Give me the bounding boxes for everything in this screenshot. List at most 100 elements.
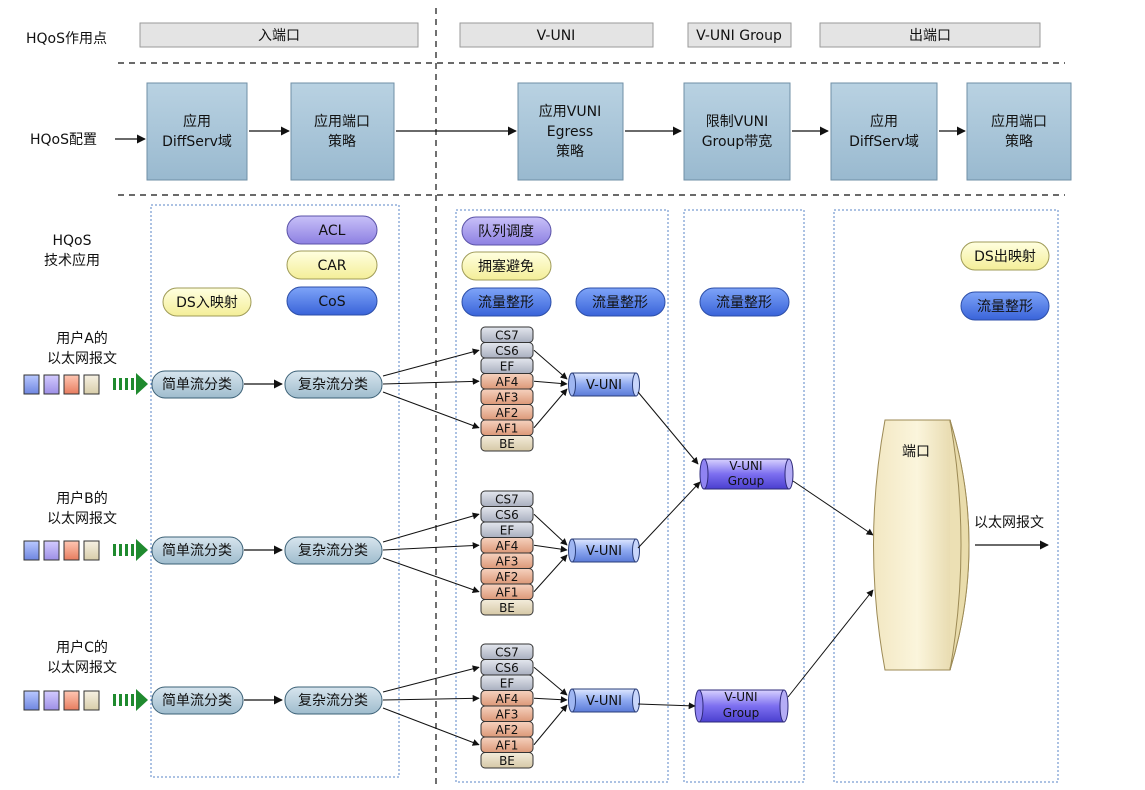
packet-icon	[23, 690, 40, 711]
user-label-line-1: 用户C的	[56, 639, 108, 656]
config-box-4-line-1: 限制VUNI	[706, 114, 768, 130]
pill-car: CAR	[286, 250, 378, 280]
pill-shaping-1-label: 流量整形	[478, 295, 534, 311]
config-box-ingress-diffserv: 应用 DiffServ域	[146, 82, 248, 181]
arrow-queue-to-vuni	[533, 666, 568, 696]
pill-acl-label: ACL	[319, 223, 346, 239]
vuni-label: V-UNI	[586, 544, 622, 559]
arrow-classifier-to-queue	[382, 391, 480, 429]
config-box-6-line-2: 策略	[1005, 133, 1033, 150]
egress-port-cylinder: 端口	[873, 419, 970, 671]
vuni-label: V-UNI	[586, 694, 622, 709]
ingress-arrow-icon	[113, 539, 148, 561]
pill-shaping-egress: 流量整形	[960, 291, 1050, 321]
pill-cos-label: CoS	[318, 294, 345, 310]
queue-label-cs7: CS7	[495, 329, 519, 343]
complex-classifier-node	[284, 536, 383, 565]
pill-acl: ACL	[286, 215, 378, 245]
header-vuni-bar	[459, 22, 654, 48]
user-flow-row: 用户C的以太网报文简单流分类复杂流分类CS7CS6EFAF4AF3AF2AF1B…	[23, 639, 640, 769]
config-box-egress-port-policy: 应用端口 策略	[966, 82, 1072, 181]
config-box-vuni-group-bandwidth: 限制VUNI Group带宽	[683, 82, 791, 181]
arrow-queue-to-vuni	[533, 388, 568, 429]
header-ingress-label: 入端口	[258, 28, 300, 44]
vuni-group-cylinder-1: V-UNI Group	[699, 458, 794, 490]
packet-icon	[63, 690, 80, 711]
queue-label-ef: EF	[500, 524, 515, 538]
vuni-group-container	[683, 209, 805, 783]
vuni-group-2-line-1: V-UNI	[724, 690, 757, 704]
arrow-queue-to-vuni	[533, 704, 568, 746]
config-box-ingress-port-policy: 应用端口 策略	[290, 82, 395, 181]
user-label-line-2: 以太网报文	[47, 351, 117, 367]
config-box-3-line-3: 策略	[556, 143, 584, 160]
config-box-5-line-2: DiffServ域	[849, 134, 919, 150]
queue-label-af1: AF1	[496, 586, 519, 600]
queue-label-af3: AF3	[496, 391, 519, 405]
header-vuni-label: V-UNI	[537, 28, 576, 44]
config-box-vuni-egress: 应用VUNI Egress 策略	[517, 82, 624, 181]
user-label-line-2: 以太网报文	[47, 660, 117, 676]
points-row-label: HQoS作用点	[26, 31, 107, 47]
queue-be	[480, 599, 534, 616]
queue-be	[480, 752, 534, 769]
queue-label-cs6: CS6	[495, 508, 519, 522]
user-flows: 用户A的以太网报文简单流分类复杂流分类CS7CS6EFAF4AF3AF2AF1B…	[23, 326, 640, 769]
arrow-classifier-to-queue	[382, 694, 480, 702]
queue-label-cs7: CS7	[495, 646, 519, 660]
arrow-vuni-b-to-group-1	[637, 481, 701, 549]
queue-label-af1: AF1	[496, 422, 519, 436]
pill-queue-label: 队列调度	[478, 224, 534, 240]
queue-label-af4: AF4	[496, 375, 519, 389]
pill-cos: CoS	[286, 286, 378, 316]
simple-classifier-node	[151, 536, 244, 565]
complex-classifier-node	[284, 686, 383, 715]
queue-label-ef: EF	[500, 360, 515, 374]
pill-ds-ingress-mapping: DS入映射	[162, 287, 252, 317]
vuni-group-1-line-1: V-UNI	[729, 459, 762, 473]
header-egress-bar	[819, 22, 1041, 48]
arrow-classifier-to-queue	[382, 707, 480, 746]
packet-icon	[83, 374, 100, 395]
ingress-arrow-icon	[113, 373, 148, 395]
config-box-2-line-1: 应用端口	[314, 113, 370, 130]
pill-shaping-4-label: 流量整形	[977, 299, 1033, 315]
queue-label-be: BE	[499, 437, 515, 451]
packet-icon	[43, 690, 60, 711]
queue-label-cs6: CS6	[495, 344, 519, 358]
arrow-queue-to-vuni	[533, 696, 568, 704]
user-label-line-1: 用户B的	[56, 490, 108, 507]
arrow-classifier-to-queue	[382, 665, 480, 693]
simple-classifier-label: 简单流分类	[162, 692, 232, 709]
arrow-group-1-to-port	[792, 480, 874, 536]
config-box-6-line-1: 应用端口	[991, 113, 1047, 130]
vuni-group-1-line-2: Group	[728, 474, 765, 488]
config-box-4-line-2: Group带宽	[702, 133, 773, 150]
config-box-egress-diffserv: 应用 DiffServ域	[830, 82, 938, 181]
pill-shaping-vuni-group: 流量整形	[699, 287, 790, 317]
packet-icon	[83, 540, 100, 561]
queue-label-af3: AF3	[496, 555, 519, 569]
vuni-label: V-UNI	[586, 378, 622, 393]
simple-classifier-node	[151, 370, 244, 399]
header-ingress-bar	[139, 22, 419, 48]
queue-label-be: BE	[499, 601, 515, 615]
egress-output-label: 以太网报文	[974, 515, 1044, 531]
vuni-container	[455, 209, 669, 783]
packet-icon	[63, 374, 80, 395]
user-label-line-1: 用户A的	[56, 330, 108, 347]
config-box-3-line-1: 应用VUNI	[539, 103, 601, 120]
queue-label-af2: AF2	[496, 570, 519, 584]
queue-be	[480, 435, 534, 452]
packet-icon	[23, 374, 40, 395]
header-vuni-group-bar	[687, 22, 792, 48]
config-box-1-line-2: DiffServ域	[162, 134, 232, 150]
pill-shaping-vuni: 流量整形	[575, 287, 666, 317]
pill-ds-egress-mapping: DS出映射	[960, 241, 1050, 271]
arrow-queue-to-vuni	[533, 379, 568, 387]
user-flow-row: 用户A的以太网报文简单流分类复杂流分类CS7CS6EFAF4AF3AF2AF1B…	[23, 326, 640, 452]
tech-row-label-line-1: HQoS	[53, 233, 92, 249]
queue-label-ef: EF	[500, 677, 515, 691]
packet-icon	[63, 540, 80, 561]
queue-label-af3: AF3	[496, 708, 519, 722]
